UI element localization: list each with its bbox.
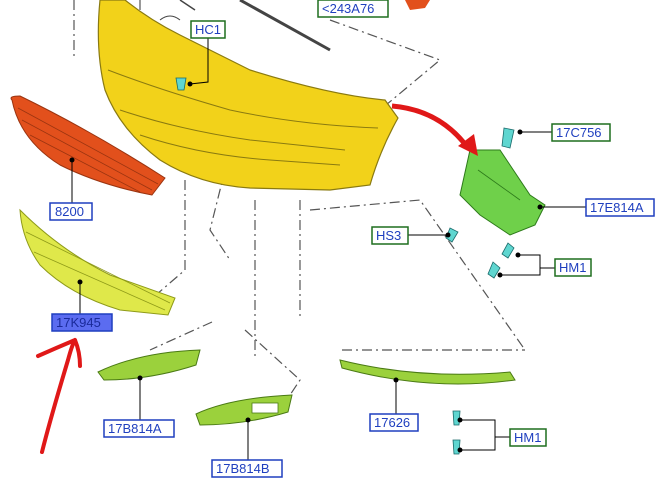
callout-17k945[interactable]: 17K945 (51, 313, 113, 332)
red-hand-arrow (36, 338, 82, 454)
clips (175, 77, 515, 455)
svg-text:17C756: 17C756 (556, 125, 602, 140)
svg-text:17K945: 17K945 (56, 315, 101, 330)
svg-text:<243A76: <243A76 (322, 1, 374, 16)
callout-hc1[interactable]: HC1 (190, 20, 226, 39)
callout-17b814a[interactable]: 17B814A (103, 419, 175, 438)
svg-text:8200: 8200 (55, 204, 84, 219)
callout-leaders (71, 38, 586, 460)
rod-part (239, 0, 331, 52)
svg-text:HC1: HC1 (195, 22, 221, 37)
callout-hs3[interactable]: HS3 (371, 226, 409, 245)
upper-grille (10, 95, 166, 196)
svg-text:17626: 17626 (374, 415, 410, 430)
callout-dots (69, 81, 543, 453)
red-arrow-head (458, 134, 478, 156)
lamp-bezel-left (97, 349, 201, 381)
bumper-cover (97, 0, 399, 191)
callout-243a76[interactable]: <243A76 (317, 0, 389, 18)
side-bracket (459, 149, 546, 236)
svg-text:HM1: HM1 (514, 430, 541, 445)
lower-lip-trim (339, 359, 516, 385)
callout-17626[interactable]: 17626 (369, 413, 419, 432)
callout-17c756[interactable]: 17C756 (551, 123, 611, 142)
svg-text:HS3: HS3 (376, 228, 401, 243)
callout-17b814b[interactable]: 17B814B (211, 459, 283, 478)
svg-text:17B814A: 17B814A (108, 421, 162, 436)
callout-hm1-lower[interactable]: HM1 (509, 428, 547, 447)
svg-text:HM1: HM1 (559, 260, 586, 275)
lower-grille (19, 208, 176, 316)
lamp-bezel-right (195, 394, 293, 426)
svg-text:17E814A: 17E814A (590, 200, 644, 215)
top-red-part (405, 0, 430, 10)
svg-text:17B814B: 17B814B (216, 461, 270, 476)
callout-hm1-upper[interactable]: HM1 (554, 258, 592, 277)
callout-8200[interactable]: 8200 (49, 202, 93, 221)
red-arrow-curved (391, 103, 471, 150)
callout-17e814a[interactable]: 17E814A (585, 198, 655, 217)
